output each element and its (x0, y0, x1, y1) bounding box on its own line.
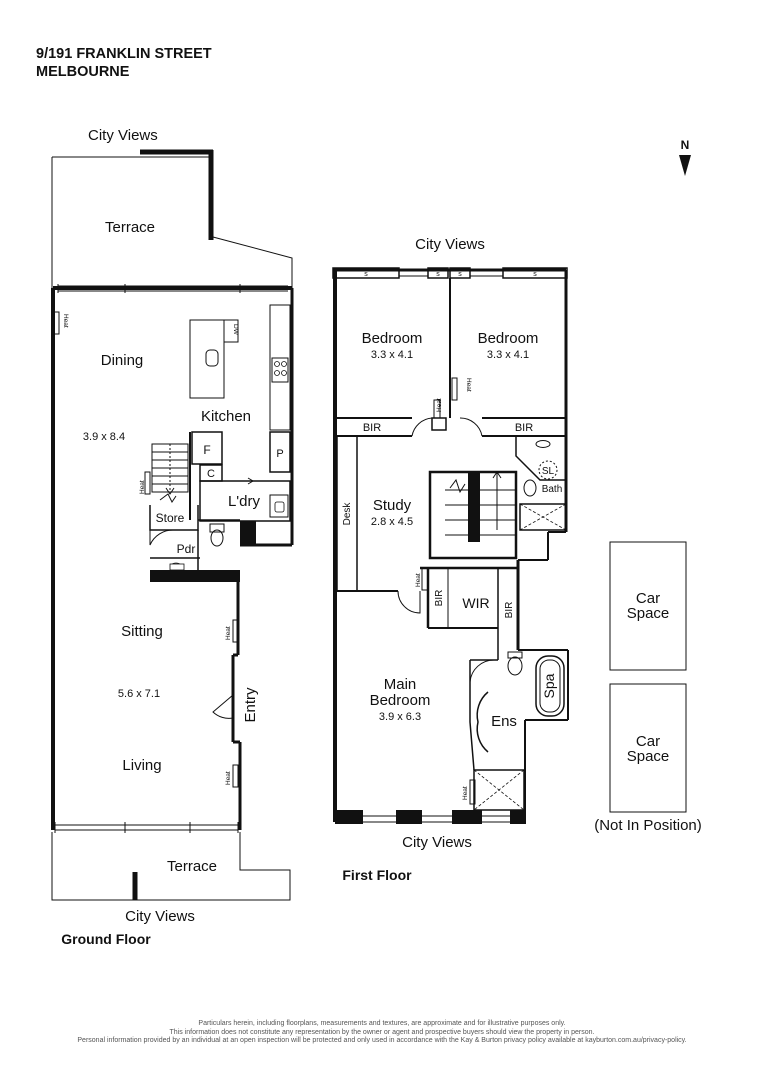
ff-spa: Spa (541, 673, 557, 698)
gf-kitchen: Kitchen (201, 408, 251, 425)
address-suburb: MELBOURNE (36, 64, 130, 80)
car-space-note: (Not In Position) (594, 817, 702, 834)
gf-store: Store (156, 511, 185, 525)
address-street: 9/191 FRANKLIN STREET (36, 46, 212, 62)
ff-ensuite: Ens (491, 713, 517, 730)
gf-heat-label-3: Heat (225, 626, 232, 640)
ff-study: Study (373, 497, 412, 514)
ff-heat-label-4: Heat (462, 786, 469, 800)
gf-fridge: F (203, 443, 210, 457)
ff-skylight-4: s (533, 271, 537, 278)
ff-bir-4: BIR (504, 602, 515, 619)
gf-views-top: City Views (88, 127, 158, 144)
gf-dining: Dining (101, 352, 144, 369)
gf-laundry: L'dry (228, 493, 261, 510)
gf-heat-label-1: Heat (62, 314, 69, 328)
gf-sitting: Sitting (121, 623, 163, 640)
ff-views-bottom: City Views (402, 834, 472, 851)
car-space-1-line2: Space (627, 605, 670, 622)
ff-skylight-1: s (364, 271, 368, 278)
property-address: 9/191 FRANKLIN STREET MELBOURNE (36, 45, 212, 81)
gf-pantry: P (276, 448, 283, 460)
gf-cupboard: C (207, 468, 215, 480)
gf-dw-label: DW (232, 324, 239, 336)
ff-bir-2: BIR (515, 422, 533, 434)
gf-caption: Ground Floor (61, 931, 151, 947)
first-floor-labels: City Views s s s s Bedroom 3.3 x 4.1 Bed… (342, 236, 562, 883)
disclaimer: Particulars herein, including floorplans… (0, 1020, 764, 1046)
ff-main-bedroom-2: Bedroom (370, 692, 431, 709)
first-floor-plan (332, 267, 569, 824)
ff-heat-label-3: Heat (415, 573, 422, 587)
north-label: N (681, 138, 690, 152)
ff-skylight-2: s (436, 271, 440, 278)
gf-living: Living (122, 757, 161, 774)
gf-views-bottom: City Views (125, 908, 195, 925)
gf-terrace-top: Terrace (105, 219, 155, 236)
ff-heat-label-2: Heat (436, 398, 443, 412)
disclaimer-line1: Particulars herein, including floorplans… (198, 1020, 566, 1027)
gf-entry: Entry (242, 687, 259, 723)
car-spaces: Car Space Car Space (Not In Position) (594, 541, 702, 834)
north-arrow: N (679, 138, 691, 176)
disclaimer-line2: This information does not constitute any… (169, 1028, 595, 1036)
car-space-2-line2: Space (627, 748, 670, 765)
gf-powder: Pdr (177, 542, 196, 556)
ff-heat-label-1: Heat (465, 378, 472, 392)
ff-skylight-3: s (458, 271, 462, 278)
ff-main-bedroom-1: Main (384, 676, 417, 693)
ff-wir: WIR (462, 595, 489, 611)
car-space-1 (609, 541, 687, 671)
ff-caption: First Floor (342, 867, 412, 883)
ff-bedroom2-dims: 3.3 x 4.1 (487, 349, 529, 361)
gf-heat-label-2: Heat (139, 480, 146, 494)
gf-living-dims: 5.6 x 7.1 (118, 688, 160, 700)
ff-bedroom2: Bedroom (478, 330, 539, 347)
car-space-2-line1: Car (636, 733, 660, 750)
ff-main-bedroom-dims: 3.9 x 6.3 (379, 711, 421, 723)
disclaimer-line3: Personal information provided by an indi… (77, 1037, 687, 1045)
ff-views-top: City Views (415, 236, 485, 253)
ff-desk: Desk (342, 502, 353, 526)
gf-terrace-bottom: Terrace (167, 858, 217, 875)
ff-bir-1: BIR (363, 422, 381, 434)
ff-bath: Bath (542, 484, 563, 495)
ff-bir-3: BIR (434, 590, 445, 607)
gf-heat-label-4: Heat (225, 771, 232, 785)
gf-dining-dims: 3.9 x 8.4 (83, 431, 125, 443)
car-space-1-line1: Car (636, 590, 660, 607)
ff-study-dims: 2.8 x 4.5 (371, 516, 413, 528)
ground-floor-plan (51, 149, 294, 901)
ff-sl: SL (542, 466, 555, 477)
north-arrow-icon (679, 155, 691, 176)
car-space-2 (609, 683, 687, 813)
ground-floor-labels: City Views Terrace Dining Kitchen 3.9 x … (61, 127, 283, 947)
ff-bedroom1: Bedroom (362, 330, 423, 347)
ff-bedroom1-dims: 3.3 x 4.1 (371, 349, 413, 361)
